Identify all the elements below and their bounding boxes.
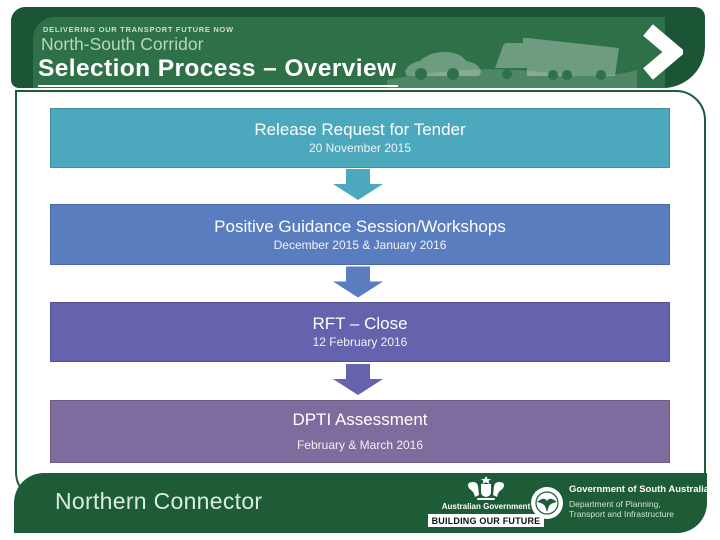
australian-government-label: Australian Government (441, 502, 531, 511)
flow-step-release-rft: Release Request for Tender 20 November 2… (50, 108, 670, 168)
sa-government-label: Government of South Australia (569, 484, 710, 495)
step-date: February & March 2016 (296, 438, 424, 452)
australian-government-crest-icon (468, 476, 504, 500)
step-title: Positive Guidance Session/Workshops (214, 216, 506, 236)
building-our-future-badge: BUILDING OUR FUTURE (427, 514, 545, 527)
header-inner-panel: DELIVERING OUR TRANSPORT FUTURE NOW Nort… (33, 17, 665, 88)
arrow-down-icon (333, 266, 383, 298)
step-title: Release Request for Tender (254, 120, 466, 139)
car-and-truck-graphic (387, 38, 637, 88)
sa-government-block: Government of South Australia Department… (569, 484, 709, 519)
flow-step-rft-close: RFT – Close 12 February 2016 (50, 302, 670, 362)
header-eyebrow: DELIVERING OUR TRANSPORT FUTURE NOW (43, 25, 234, 34)
flow-step-dpti-assessment: DPTI Assessment February & March 2016 (50, 400, 670, 463)
step-date: 20 November 2015 (308, 141, 412, 155)
sa-department-label-line2: Transport and Infrastructure (569, 509, 675, 519)
arrow-down-icon (333, 169, 383, 200)
footer-project-title: Northern Connector (55, 488, 263, 514)
page-title: Selection Process – Overview (38, 55, 399, 87)
footer-bar: Northern Connector Australian Government… (14, 473, 709, 533)
chevron-right-icon (643, 24, 683, 80)
step-title: DPTI Assessment (292, 410, 428, 429)
step-date: 12 February 2016 (312, 335, 408, 349)
flow-step-guidance-sessions: Positive Guidance Session/Workshops Dece… (50, 204, 670, 265)
sa-department-label-line1: Department of Planning, (569, 499, 661, 509)
step-date: December 2015 & January 2016 (273, 237, 447, 252)
step-title: RFT – Close (312, 314, 408, 333)
arrow-down-icon (333, 364, 383, 395)
sa-piping-shrike-logo-icon (531, 487, 563, 519)
header-program-name: North-South Corridor (41, 34, 204, 54)
australian-government-block: Australian Government BUILDING OUR FUTUR… (426, 476, 546, 529)
header-panel: DELIVERING OUR TRANSPORT FUTURE NOW Nort… (11, 7, 705, 88)
